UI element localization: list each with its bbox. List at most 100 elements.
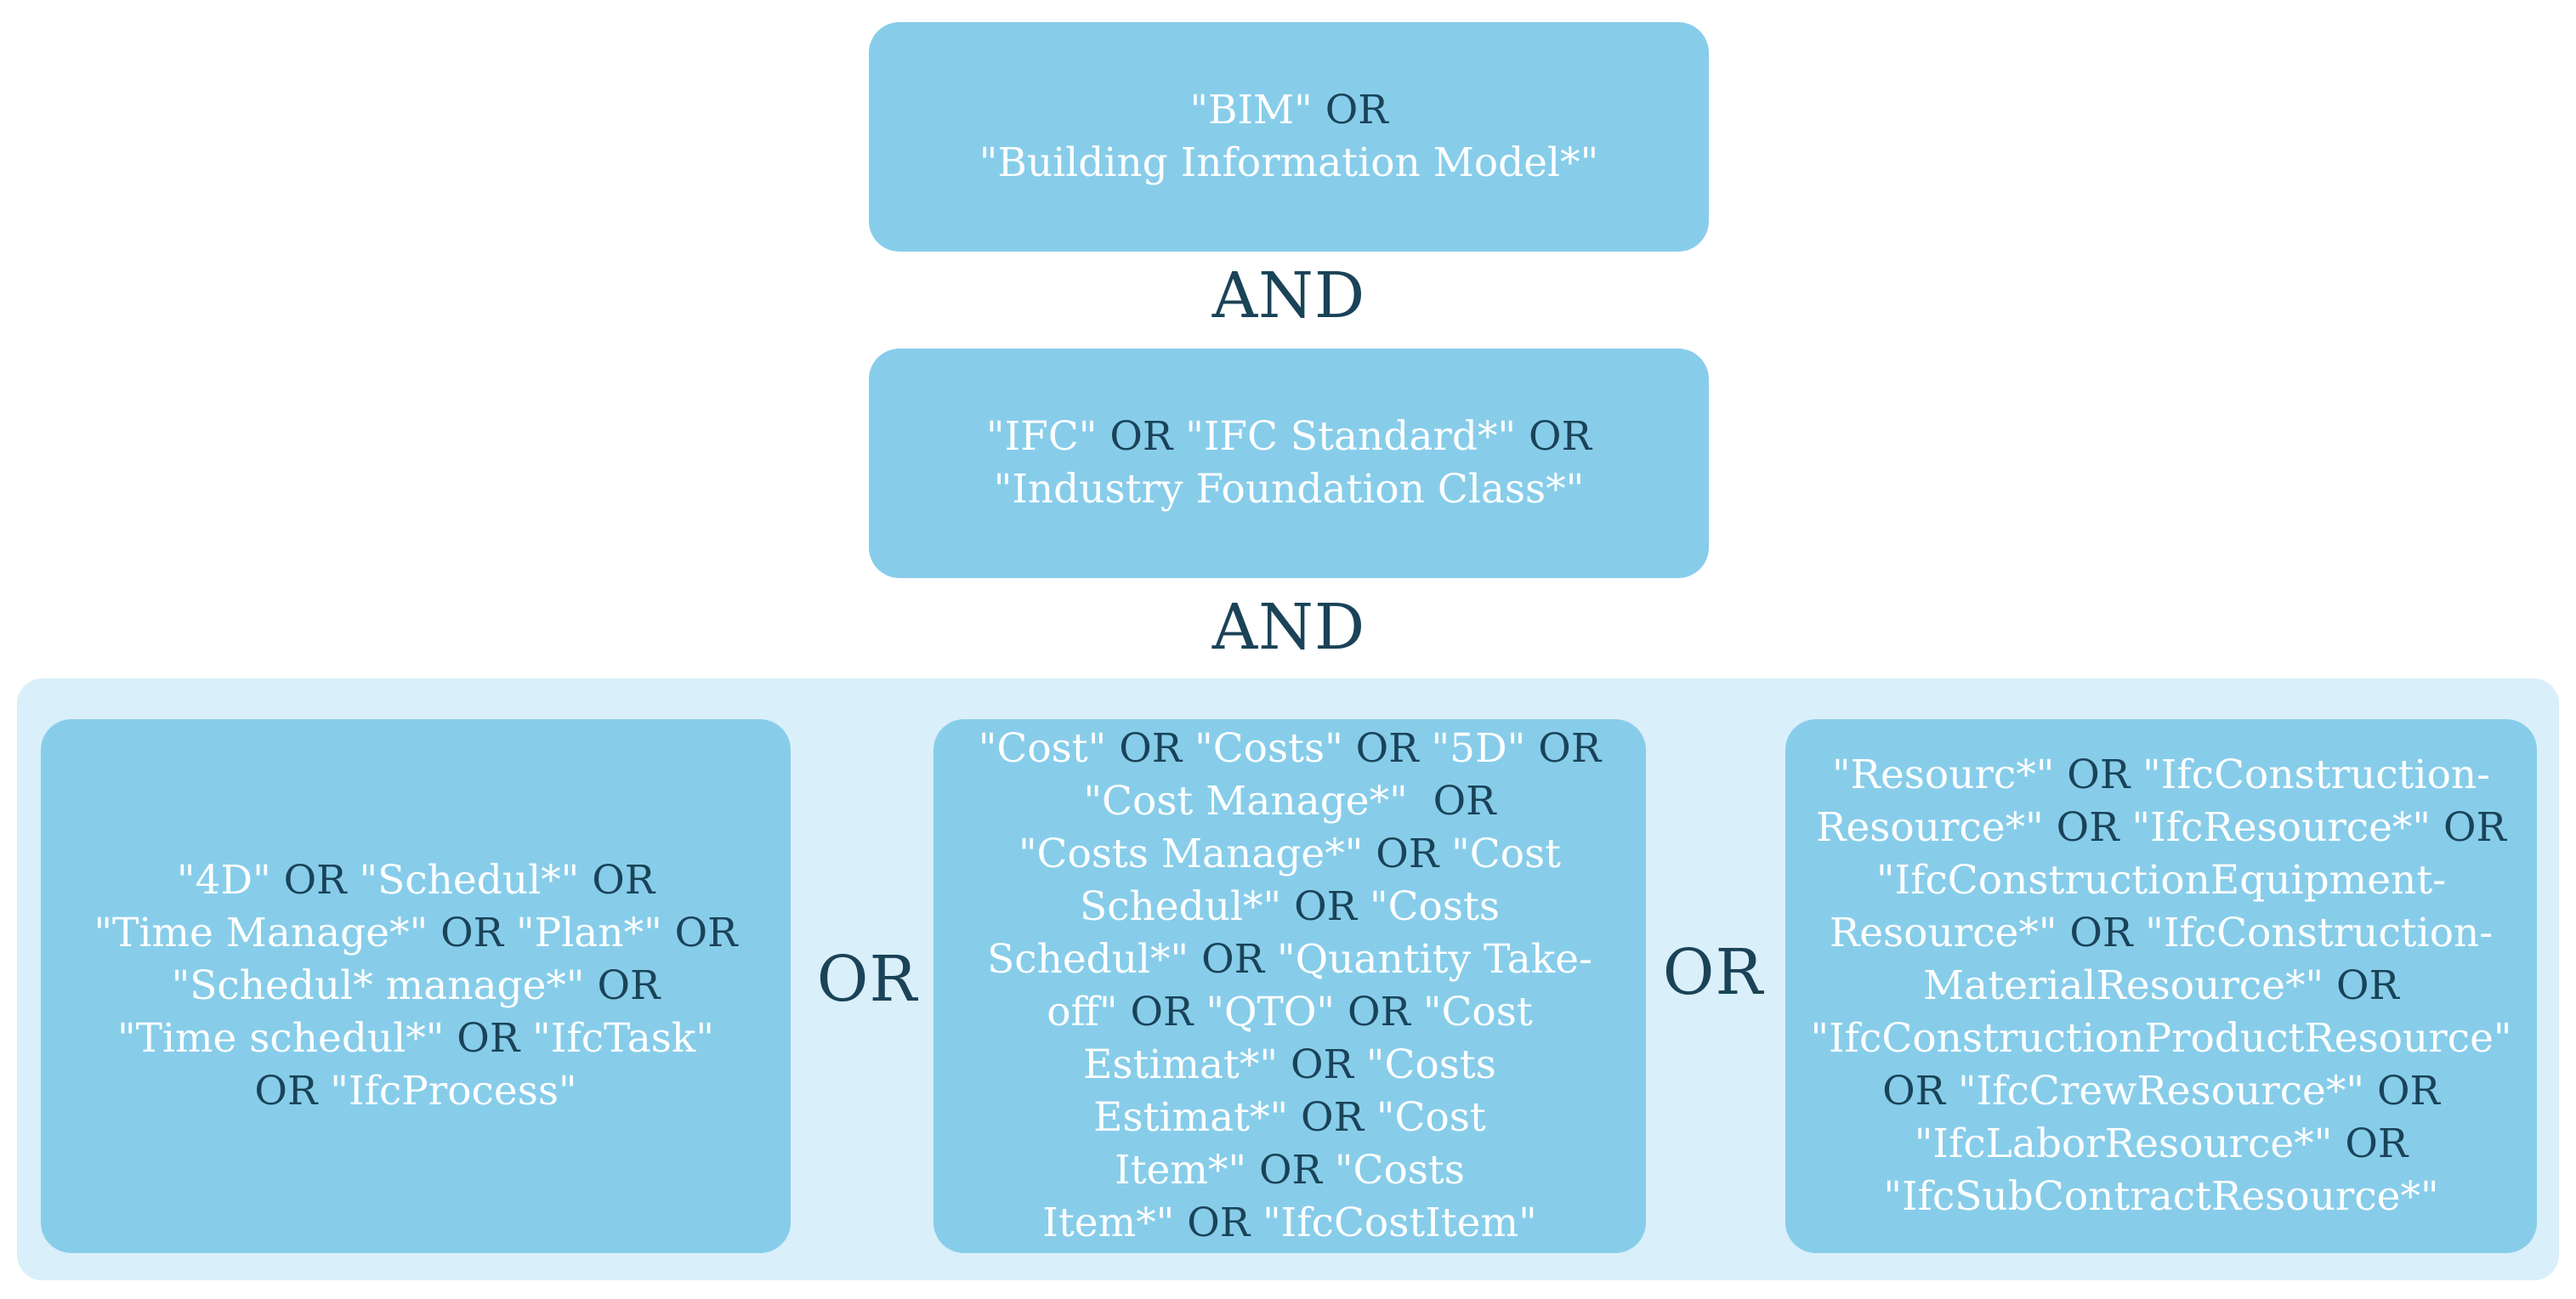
search-term: "Building Information Model*" — [979, 139, 1599, 186]
boolean-operator: OR — [1281, 883, 1370, 930]
boolean-operator: OR — [1407, 778, 1496, 825]
ifc-query-box: "IFC" OR "IFC Standard*" OR"Industry Fou… — [869, 349, 1709, 578]
search-term: "IfcCostItem" — [1262, 1200, 1537, 1246]
boolean-operator: OR — [254, 1068, 331, 1115]
search-term: "Plan*" — [516, 910, 662, 956]
boolean-operator: OR — [1342, 725, 1432, 772]
search-term: "5D" — [1431, 725, 1526, 772]
search-term: "Costs — [1365, 1041, 1496, 1088]
boolean-operator: OR — [1335, 989, 1423, 1035]
query-line: Item*" OR "IfcCostItem" — [979, 1197, 1601, 1250]
query-line: "IfcLaborResource*" OR — [1810, 1118, 2511, 1171]
and-connector-2: AND — [1211, 591, 1366, 664]
search-term: "Industry Foundation Class*" — [993, 466, 1585, 513]
boolean-operator: OR — [1106, 725, 1195, 772]
query-line: OR "IfcProcess" — [94, 1065, 737, 1118]
boolean-operator: OR — [1097, 413, 1186, 460]
search-term: Resource*" — [1829, 910, 2057, 956]
or-connector-2: OR — [1662, 936, 1764, 1009]
search-term: "Cost — [1422, 989, 1533, 1035]
boolean-operator: OR — [1117, 989, 1206, 1035]
query-line: "Resourc*" OR "IfcConstruction- — [1810, 749, 2511, 802]
query-line: "Cost" OR "Costs" OR "5D" OR — [979, 723, 1601, 775]
query-line: Schedul*" OR "Quantity Take- — [979, 933, 1601, 986]
search-term: "Time schedul*" — [116, 1015, 445, 1062]
search-term: "BIM" — [1189, 87, 1313, 133]
boolean-operator: OR — [661, 910, 738, 956]
search-term: Estimat*" — [1083, 1041, 1279, 1088]
search-term: off" — [1047, 989, 1118, 1035]
boolean-operator: OR — [2431, 804, 2506, 851]
boolean-operator: OR — [1516, 413, 1592, 460]
query-line: MaterialResource*" OR — [1810, 960, 2511, 1013]
boolean-operator: OR — [584, 962, 661, 1009]
boolean-operator: OR — [1525, 725, 1602, 772]
boolean-operator: OR — [579, 857, 655, 904]
boolean-operator: OR — [1246, 1147, 1335, 1194]
query-line: "IfcConstructionEquipment- — [1810, 854, 2511, 907]
and-connector-1: AND — [1211, 259, 1366, 332]
search-term: "QTO" — [1206, 989, 1336, 1035]
search-term: "Cost — [1451, 831, 1562, 877]
boolean-operator: OR — [2057, 910, 2146, 956]
search-term: "Schedul*" — [359, 857, 580, 904]
search-term: "Time Manage*" — [94, 910, 428, 956]
search-term: MaterialResource*" — [1923, 962, 2324, 1009]
search-term: "IfcTask" — [532, 1015, 714, 1062]
search-term: "4D" — [176, 857, 271, 904]
search-term: "IfcConstructionProductResource" — [1810, 1015, 2512, 1062]
resource-query-box: "Resourc*" OR "IfcConstruction-Resource*… — [1785, 719, 2537, 1253]
query-line: "Time Manage*" OR "Plan*" OR — [94, 907, 737, 960]
query-line: "Costs Manage*" OR "Cost — [979, 828, 1601, 881]
search-term: "Cost — [1376, 1094, 1486, 1141]
search-term: "IfcConstructionEquipment- — [1875, 857, 2447, 904]
query-line: "Time schedul*" OR "IfcTask" — [94, 1013, 737, 1065]
search-term: "IfcResource*" — [2131, 804, 2431, 851]
search-term: "IfcCrewResource*" — [1958, 1068, 2364, 1115]
boolean-operator: OR — [1278, 1041, 1366, 1088]
search-term: Schedul*" — [1080, 883, 1282, 930]
schedule-query-box: "4D" OR "Schedul*" OR"Time Manage*" OR "… — [41, 719, 791, 1253]
ifc-query-text: "IFC" OR "IFC Standard*" OR"Industry Fou… — [986, 411, 1592, 516]
query-line: "4D" OR "Schedul*" OR — [94, 854, 737, 907]
boolean-operator: OR — [2043, 804, 2132, 851]
boolean-operator: OR — [1189, 936, 1277, 983]
bim-query-text: "BIM" OR"Building Information Model*" — [979, 84, 1598, 190]
resource-query-text: "Resourc*" OR "IfcConstruction-Resource*… — [1810, 749, 2511, 1223]
bim-query-box: "BIM" OR"Building Information Model*" — [869, 22, 1709, 252]
search-term: "IfcProcess" — [330, 1068, 577, 1115]
query-line: OR "IfcCrewResource*" OR — [1810, 1065, 2511, 1118]
boolean-operator: OR — [2364, 1068, 2440, 1115]
search-term: "Resourc*" — [1831, 752, 2055, 798]
query-line: off" OR "QTO" OR "Cost — [979, 986, 1601, 1039]
search-term: "Cost Manage*" — [1083, 778, 1408, 825]
search-term: "IfcConstruction- — [2145, 910, 2494, 956]
cost-query-box: "Cost" OR "Costs" OR "5D" OR"Cost Manage… — [933, 719, 1646, 1253]
query-line: Estimat*" OR "Costs — [979, 1039, 1601, 1092]
or-connector-1: OR — [816, 943, 918, 1016]
boolean-operator: OR — [1312, 87, 1388, 133]
search-term: Item*" — [1115, 1147, 1247, 1194]
boolean-operator: OR — [1363, 831, 1452, 877]
boolean-operator: OR — [270, 857, 360, 904]
search-term: "Schedul* manage*" — [171, 962, 585, 1009]
search-term: "IfcSubContractResource*" — [1883, 1173, 2439, 1220]
query-line: "IfcSubContractResource*" — [1810, 1171, 2511, 1223]
search-term: Estimat*" — [1093, 1094, 1289, 1141]
boolean-operator: OR — [2324, 962, 2399, 1009]
query-line: "BIM" OR — [979, 84, 1598, 137]
query-line: Item*" OR "Costs — [979, 1144, 1601, 1197]
query-line: Schedul*" OR "Costs — [979, 881, 1601, 933]
search-term: "IFC Standard*" — [1185, 413, 1517, 460]
search-term: "Costs — [1369, 883, 1500, 930]
query-line: Resource*" OR "IfcResource*" OR — [1810, 802, 2511, 854]
search-term: "Cost" — [978, 725, 1107, 772]
query-line: "Building Information Model*" — [979, 137, 1598, 190]
boolean-operator: OR — [1882, 1068, 1958, 1115]
search-term: "IfcConstruction- — [2142, 752, 2491, 798]
boolean-operator: OR — [2332, 1120, 2409, 1167]
query-line: "IFC" OR "IFC Standard*" OR — [986, 411, 1592, 463]
query-line: "IfcConstructionProductResource" — [1810, 1013, 2511, 1065]
boolean-operator: OR — [1288, 1094, 1376, 1141]
search-term: Schedul*" — [987, 936, 1189, 983]
